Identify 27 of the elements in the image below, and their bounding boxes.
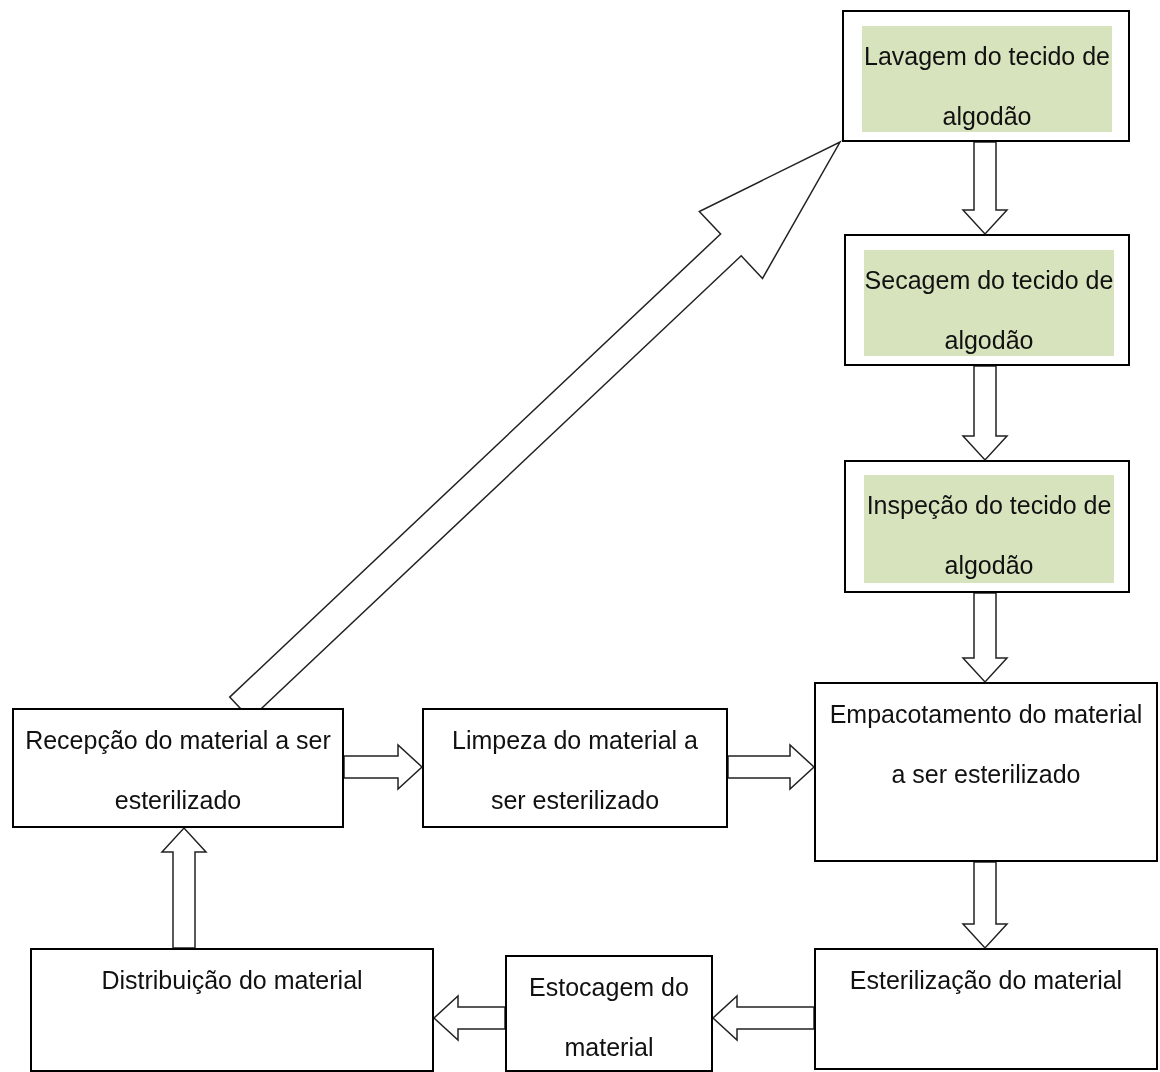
- step-label: Distribuição do material: [100, 965, 364, 996]
- process-box: [814, 682, 1158, 862]
- process-box: [814, 948, 1158, 1070]
- block-arrow: [961, 592, 1009, 684]
- block-arrow: [961, 861, 1009, 950]
- process-box: [422, 708, 728, 828]
- block-arrow: [343, 743, 424, 791]
- process-box: [842, 10, 1130, 142]
- block-arrow: [961, 141, 1009, 236]
- process-box: [844, 234, 1130, 366]
- block-arrow: [961, 365, 1009, 462]
- block-arrow: [711, 994, 815, 1042]
- block-arrow: [160, 826, 208, 949]
- step-label: Estocagem do material: [528, 972, 690, 1063]
- step-label: Esterilização do material: [848, 965, 1124, 996]
- step-label: Empacotamento do material a ser esterilizado: [828, 699, 1144, 790]
- block-arrow: [432, 994, 506, 1042]
- step-label: Limpeza do material a ser esterilizado: [451, 725, 699, 816]
- process-box: [505, 955, 713, 1072]
- process-box: [844, 460, 1130, 593]
- step-label: Inspeção do tecido de algodão: [865, 490, 1113, 581]
- step-label: Secagem do tecido de algodão: [864, 265, 1114, 356]
- block-arrow: [727, 743, 816, 791]
- process-box: [30, 948, 434, 1072]
- process-box: [12, 708, 344, 828]
- step-label: Recepção do material a ser esterilizado: [24, 725, 332, 816]
- step-label: Lavagem do tecido de algodão: [863, 41, 1111, 132]
